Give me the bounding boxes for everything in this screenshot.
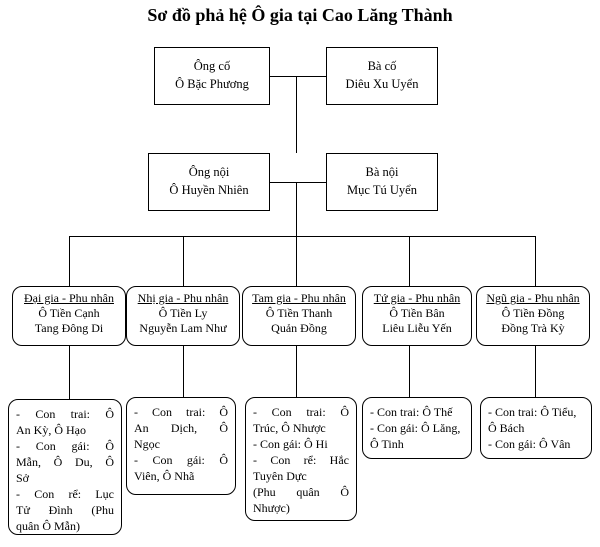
connector-branch-bus	[69, 236, 535, 237]
branch-5-wife: Đồng Trà Kỳ	[501, 321, 565, 335]
branch-4-wife: Liêu Liễu Yến	[382, 321, 452, 335]
children-1-line: quân Ô Mẫn)	[16, 519, 80, 533]
branch-5-title: Ngũ gia - Phu nhân	[486, 291, 580, 305]
children-1-line: - Con gái: Ô	[16, 439, 114, 453]
children-box-1: - Con trai: Ô An Kỳ, Ô Hạo - Con gái: Ô …	[8, 399, 122, 535]
children-3-line: - Con rể: Hắc	[253, 453, 349, 467]
great-grandfather-box: Ông cố Ô Bặc Phương	[154, 47, 270, 105]
connector-great-down	[296, 76, 297, 153]
great-grandfather-name: Ô Bặc Phương	[175, 77, 249, 91]
children-5-line: - Con gái: Ô Vân	[488, 437, 571, 451]
children-3-line: Trúc, Ô Nhược	[253, 421, 326, 435]
branch-box-5: Ngũ gia - Phu nhân Ô Tiền Đồng Đồng Trà …	[476, 286, 590, 346]
connector-drop-5	[535, 236, 536, 286]
children-1-line: - Con trai: Ô	[16, 407, 114, 421]
connector-grand-down	[296, 182, 297, 236]
branch-2-wife: Nguyễn Lam Như	[139, 321, 227, 335]
children-2-line: An Dịch, Ô	[134, 421, 228, 435]
children-2-line: Viên, Ô Nhã	[134, 469, 195, 483]
branch-4-husband: Ô Tiền Bân	[389, 306, 445, 320]
branch-1-husband: Ô Tiền Cạnh	[38, 306, 100, 320]
children-box-5: - Con trai: Ô Tiểu, Ô Bách - Con gái: Ô …	[480, 397, 592, 459]
connector-grand-couple	[270, 182, 326, 183]
grandfather-name: Ô Huyền Nhiên	[169, 183, 249, 197]
diagram-title: Sơ đồ phả hệ Ô gia tại Cao Lăng Thành	[147, 5, 453, 25]
great-grandmother-role: Bà cố	[367, 59, 397, 73]
children-2-line: - Con gái: Ô	[134, 453, 228, 467]
branch-box-4: Tứ gia - Phu nhân Ô Tiền Bân Liêu Liễu Y…	[362, 286, 472, 346]
children-2-line: - Con trai: Ô	[134, 405, 228, 419]
branch-2-title: Nhị gia - Phu nhân	[137, 291, 229, 305]
children-5-line: - Con trai: Ô Tiểu,	[488, 405, 577, 419]
branch-4-title: Tứ gia - Phu nhân	[373, 291, 461, 305]
branch-3-husband: Ô Tiền Thanh	[265, 306, 333, 320]
children-1-line: Sở	[16, 471, 30, 485]
connector-children-2	[183, 346, 184, 399]
children-3-line: Nhược)	[253, 501, 290, 515]
connector-children-4	[409, 346, 410, 399]
connector-children-3	[296, 346, 297, 399]
branch-5-husband: Ô Tiền Đồng	[501, 306, 565, 320]
branch-1-title: Đại gia - Phu nhân	[24, 291, 114, 305]
children-4-line: - Con trai: Ô Thế	[370, 405, 453, 419]
branch-box-1: Đại gia - Phu nhân Ô Tiền Cạnh Tang Đông…	[12, 286, 126, 346]
grandmother-name: Mục Tú Uyển	[347, 183, 417, 197]
children-3-line: (Phu quân Ô	[253, 485, 349, 499]
children-5-line: Ô Bách	[488, 421, 525, 435]
connector-drop-4	[409, 236, 410, 286]
connector-great-couple	[270, 76, 326, 77]
children-3-line: - Con gái: Ô Hi	[253, 437, 328, 451]
connector-drop-2	[183, 236, 184, 286]
children-box-4: - Con trai: Ô Thế - Con gái: Ô Lăng, Ô T…	[362, 397, 472, 459]
children-box-2: - Con trai: Ô An Dịch, Ô Ngọc - Con gái:…	[126, 397, 236, 495]
connector-children-5	[535, 346, 536, 399]
branch-3-title: Tam gia - Phu nhân	[252, 291, 346, 305]
great-grandfather-role: Ông cố	[193, 59, 231, 73]
connector-children-1	[69, 346, 70, 399]
grandmother-box: Bà nội Mục Tú Uyển	[326, 153, 438, 211]
grandfather-role: Ông nội	[188, 165, 230, 179]
connector-drop-3	[296, 236, 297, 286]
children-3-line: - Con trai: Ô	[253, 405, 349, 419]
children-1-line: Tử Đình (Phu	[16, 503, 114, 517]
great-grandmother-name: Diêu Xu Uyển	[345, 77, 419, 91]
branch-2-husband: Ô Tiền Ly	[158, 306, 208, 320]
great-grandmother-box: Bà cố Diêu Xu Uyển	[326, 47, 438, 105]
children-4-line: - Con gái: Ô Lăng,	[370, 421, 461, 435]
children-1-line: An Kỳ, Ô Hạo	[16, 423, 86, 437]
children-3-line: Tuyên Dực	[253, 469, 307, 483]
children-4-line: Ô Tinh	[370, 437, 404, 451]
children-1-line: - Con rể: Lục	[16, 487, 114, 501]
children-2-line: Ngọc	[134, 437, 160, 451]
branch-box-2: Nhị gia - Phu nhân Ô Tiền Ly Nguyễn Lam …	[126, 286, 240, 346]
grandfather-box: Ông nội Ô Huyền Nhiên	[148, 153, 270, 211]
connector-drop-1	[69, 236, 70, 286]
grandmother-role: Bà nội	[365, 165, 399, 179]
branch-3-wife: Quản Đồng	[271, 321, 327, 335]
branch-box-3: Tam gia - Phu nhân Ô Tiền Thanh Quản Đồn…	[242, 286, 356, 346]
branch-1-wife: Tang Đông Di	[34, 321, 104, 335]
children-box-3: - Con trai: Ô Trúc, Ô Nhược - Con gái: Ô…	[245, 397, 357, 521]
children-1-line: Mẫn, Ô Du, Ô	[16, 455, 114, 469]
